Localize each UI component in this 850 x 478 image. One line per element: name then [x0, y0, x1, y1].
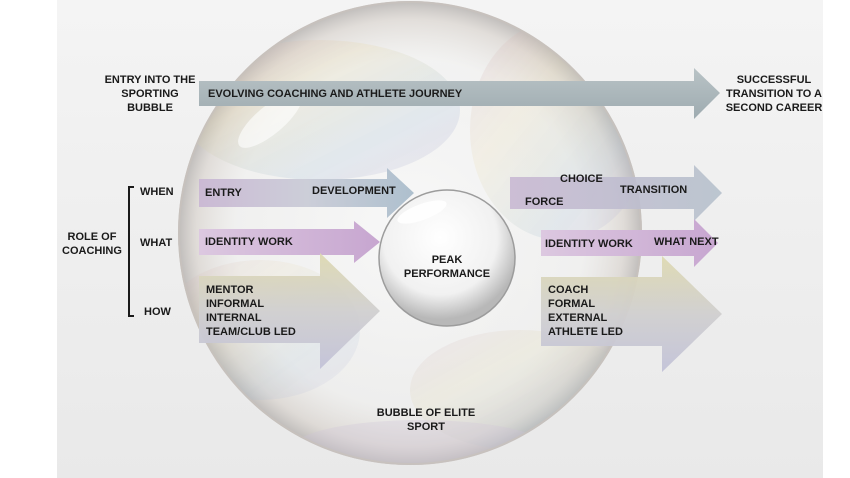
journey-arrow	[199, 68, 720, 119]
bubble-label: BUBBLE OF ELITE SPORT	[376, 407, 476, 433]
peak-performance-bubble	[378, 189, 516, 327]
right-what-end: WHAT NEXT	[654, 236, 719, 248]
left-when-end: DEVELOPMENT	[312, 185, 396, 197]
right-what-arrow	[541, 219, 718, 267]
left-when-start: ENTRY	[205, 187, 242, 199]
left-when-arrow	[199, 168, 414, 218]
right-when-arrow	[510, 165, 722, 221]
left-what-label: IDENTITY WORK	[205, 236, 293, 248]
left-how-list: MENTOR INFORMAL INTERNAL TEAM/CLUB LED	[206, 284, 296, 338]
peak-performance-label: PEAK PERFORMANCE	[403, 254, 491, 280]
role-bracket	[128, 186, 134, 317]
right-when-force: FORCE	[525, 196, 564, 208]
start-label: ENTRY INTO THE SPORTING BUBBLE	[104, 74, 196, 114]
right-how-arrow	[541, 256, 722, 372]
left-how-arrow	[199, 253, 380, 369]
right-when-end: TRANSITION	[620, 184, 688, 196]
row-label-when: WHEN	[140, 186, 174, 198]
right-when-choice: CHOICE	[560, 173, 603, 185]
role-of-coaching-label: ROLE OF COACHING	[62, 231, 122, 257]
row-label-how: HOW	[144, 306, 171, 318]
row-label-what: WHAT	[140, 237, 173, 249]
right-what-start: IDENTITY WORK	[545, 238, 633, 250]
right-how-list: COACH FORMAL EXTERNAL ATHLETE LED	[548, 284, 623, 338]
left-what-arrow	[199, 221, 380, 263]
end-label: SUCCESSFUL TRANSITION TO A SECOND CAREER	[725, 74, 823, 114]
journey-label: EVOLVING COACHING AND ATHLETE JOURNEY	[208, 88, 463, 100]
